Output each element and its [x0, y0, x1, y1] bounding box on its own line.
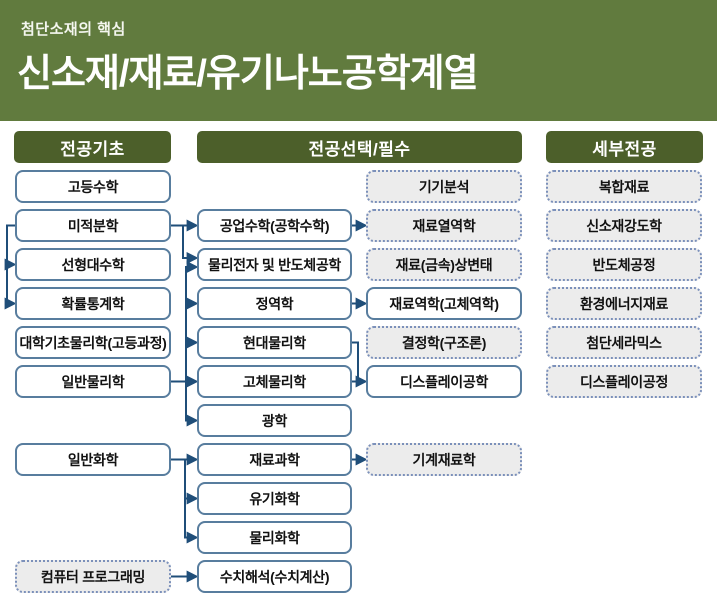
course-box-high-math: 고등수학: [15, 170, 171, 203]
connector-general-physics-to-modern-physics: [185, 336, 199, 382]
connector-general-chemistry-to-organic-chem: [184, 459, 199, 505]
course-box-eng-math: 공업수학(공학수학): [197, 209, 352, 242]
course-box-crystallography: 결정학(구조론): [366, 326, 522, 359]
course-box-phys-electronics: 물리전자 및 반도체공학: [197, 248, 352, 281]
header-subtitle: 첨단소재의 핵심: [21, 21, 126, 38]
course-box-advanced-ceramics: 첨단세라믹스: [546, 326, 702, 359]
course-box-composite-materials: 복합재료: [546, 170, 702, 203]
page-title: 신소재/재료/유기나노공학계열: [17, 53, 479, 95]
column-header-major-elective: 전공선택/필수: [197, 131, 522, 163]
connector-modern-physics-to-display-engineering: [352, 341, 359, 382]
course-box-mechanics-of-materials: 재료역학(고체역학): [366, 287, 522, 320]
course-box-machine-materials: 기계재료학: [366, 443, 522, 476]
course-box-numerical-analysis: 수치해석(수치계산): [197, 560, 352, 593]
course-box-prob-stats: 확률통계학: [15, 287, 171, 320]
course-box-univ-basic-physics: 대학기초물리학(고등과정): [15, 326, 171, 359]
connector-calculus-to-linear-algebra: [4, 224, 17, 271]
course-box-instrument-analysis: 기기분석: [366, 170, 522, 203]
course-box-linear-algebra: 선형대수학: [15, 248, 171, 281]
connector-calculus-to-prob-stats: [4, 225, 17, 310]
course-box-calculus: 미적분학: [15, 209, 171, 242]
column-header-detail-major: 세부전공: [546, 131, 703, 163]
course-box-solid-physics: 고체물리학: [197, 365, 352, 398]
connector-general-physics-to-optics: [185, 381, 199, 427]
course-box-display-process: 디스플레이공정: [546, 365, 702, 398]
course-box-modern-physics: 현대물리학: [197, 326, 352, 359]
course-box-env-energy-materials: 환경에너지재료: [546, 287, 702, 320]
connector-general-chemistry-to-physical-chem: [184, 459, 199, 544]
course-box-optics: 광학: [197, 404, 352, 437]
header-banner: 첨단소재의 핵심 신소재/재료/유기나노공학계열: [0, 0, 717, 121]
connector-calculus-to-phys-electronics: [182, 225, 199, 264]
connector-general-physics-to-statics: [185, 297, 199, 382]
course-box-materials-science: 재료과학: [197, 443, 352, 476]
course-box-semiconductor-process: 반도체공정: [546, 248, 702, 281]
course-box-materials-strength: 신소재강도학: [546, 209, 702, 242]
column-header-major-basic: 전공기초: [14, 131, 171, 163]
course-box-organic-chem: 유기화학: [197, 482, 352, 515]
course-box-general-chemistry: 일반화학: [15, 443, 171, 476]
course-box-general-physics: 일반물리학: [15, 365, 171, 398]
course-box-phase-transformation: 재료(금속)상변태: [366, 248, 522, 281]
connector-general-physics-to-phys-electronics: [171, 261, 199, 383]
course-box-display-engineering: 디스플레이공학: [366, 365, 522, 398]
course-box-materials-thermo: 재료열역학: [366, 209, 522, 242]
course-box-statics: 정역학: [197, 287, 352, 320]
course-box-computer-programming: 컴퓨터 프로그래밍: [15, 560, 171, 593]
course-box-physical-chem: 물리화학: [197, 521, 352, 554]
